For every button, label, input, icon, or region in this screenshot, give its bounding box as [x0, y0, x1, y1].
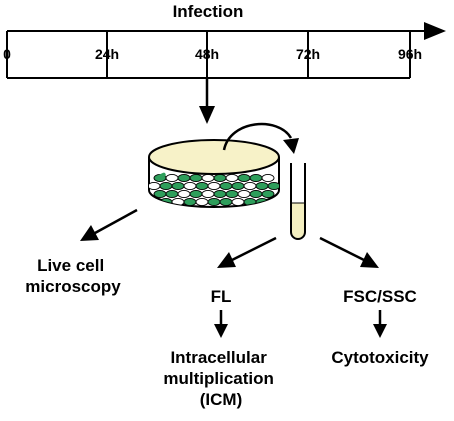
tube-liquid — [291, 203, 305, 239]
uninfected-cell — [149, 181, 161, 191]
infected-cell — [267, 181, 279, 191]
infected-cell — [195, 181, 209, 191]
uninfected-cell — [201, 189, 215, 199]
uninfected-cell — [237, 189, 251, 199]
fl-label: FL — [211, 287, 232, 306]
arrow-fsc-to-cytotoxicity-head — [373, 324, 387, 338]
uninfected-cell — [261, 173, 275, 183]
arrow-48h-to-dish-head — [199, 106, 215, 124]
uninfected-cell — [177, 189, 191, 199]
arrow-dish-to-tube — [222, 122, 293, 151]
infected-cell — [237, 173, 251, 183]
uninfected-cell — [201, 173, 215, 183]
culture-dish-icon — [148, 139, 280, 208]
timeline-title: Infection — [173, 2, 244, 21]
uninfected-cell — [165, 173, 179, 183]
uninfected-cell — [195, 197, 209, 207]
tick-label-96: 96h — [398, 46, 422, 62]
arrow-to-fl-head — [217, 252, 236, 268]
infected-cell — [183, 197, 197, 207]
uninfected-cell — [231, 197, 245, 207]
tube-outline — [290, 163, 306, 240]
tick-label-0: 0 — [3, 46, 11, 62]
arrow-to-fl — [231, 236, 277, 262]
dish-rim — [148, 139, 280, 175]
infected-cell — [231, 181, 245, 191]
uninfected-cell — [243, 181, 257, 191]
timeline-arrowhead — [424, 22, 446, 40]
icm-label: Intracellular multiplication (ICM) — [163, 348, 278, 409]
infected-cell — [249, 173, 263, 183]
infected-cell — [153, 189, 167, 199]
infected-cell — [171, 181, 185, 191]
tick-label-48: 48h — [195, 46, 219, 62]
infected-cell — [189, 173, 203, 183]
live-cell-label: Live cell microscopy — [25, 256, 121, 296]
tick-label-72: 72h — [296, 46, 320, 62]
infected-cell — [219, 181, 233, 191]
infected-cell — [255, 181, 269, 191]
arrow-to-live-cell-head — [80, 225, 99, 241]
infected-cell — [225, 189, 239, 199]
infected-cell — [189, 189, 203, 199]
tick-label-24: 24h — [95, 46, 119, 62]
arrow-to-fsc — [319, 236, 365, 262]
arrow-to-fsc-head — [360, 252, 379, 268]
infected-cell — [249, 189, 263, 199]
infected-cell — [213, 173, 227, 183]
infected-cell — [207, 197, 221, 207]
test-tube-icon — [290, 163, 306, 240]
infected-cell — [219, 197, 233, 207]
infected-cell — [159, 181, 173, 191]
uninfected-cell — [207, 181, 221, 191]
uninfected-cell — [225, 173, 239, 183]
infected-cell — [177, 173, 191, 183]
arrow-fl-to-icm-head — [214, 324, 228, 338]
infected-cell-marker — [156, 172, 166, 180]
infected-cell — [261, 189, 275, 199]
arrow-to-live-cell — [94, 208, 138, 235]
arrow-dish-to-tube-head — [283, 138, 299, 154]
cytotoxicity-label: Cytotoxicity — [331, 348, 429, 367]
timeline: Infection 0 24h 48h 72h 96h — [3, 2, 446, 79]
infected-cell — [213, 189, 227, 199]
uninfected-cell — [183, 181, 197, 191]
fsc-ssc-label: FSC/SSC — [343, 287, 417, 306]
infected-cell — [165, 189, 179, 199]
